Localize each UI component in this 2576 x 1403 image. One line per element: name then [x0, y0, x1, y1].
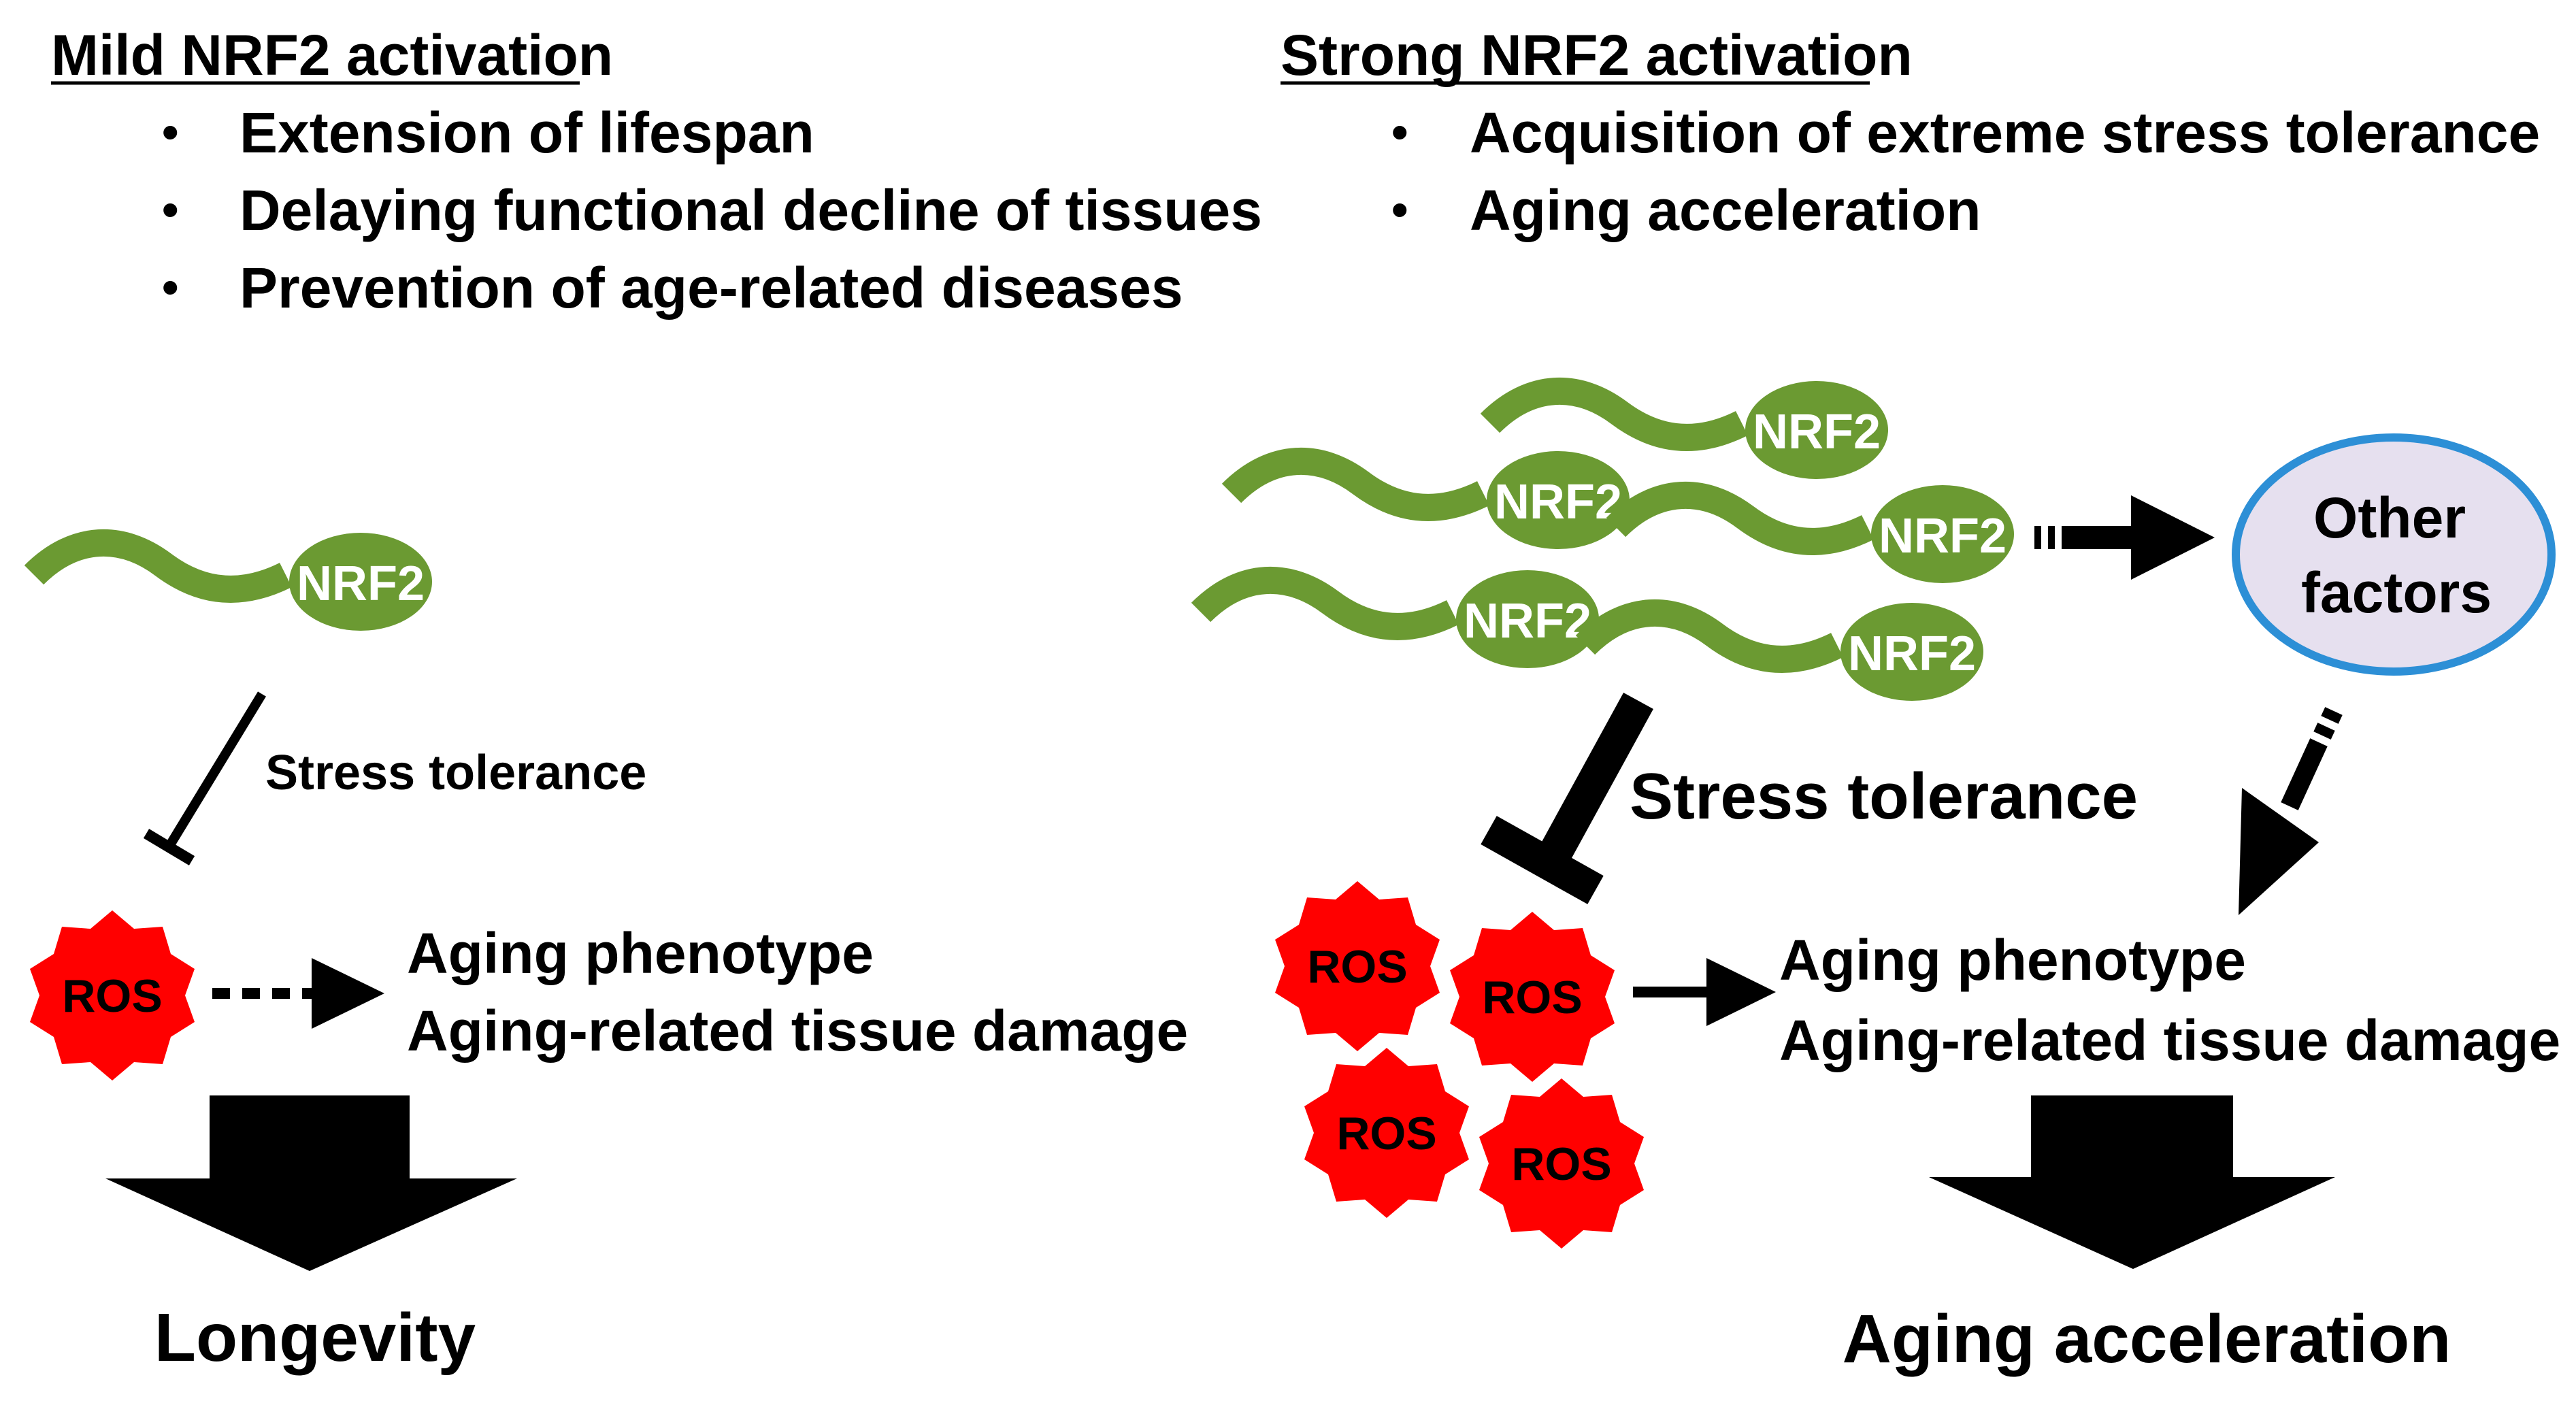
left-bullet-3: Prevention of age-related diseases: [240, 256, 1183, 320]
left-ros: ROS: [30, 910, 195, 1080]
right-nrf2-protein: NRF2: [1490, 381, 1888, 479]
left-stress-tolerance-label: Stress tolerance: [265, 746, 646, 800]
left-bullet-1: Extension of lifespan: [240, 101, 814, 165]
right-ros-label: ROS: [1511, 1138, 1611, 1190]
left-bullet-2-marker: •: [162, 183, 179, 236]
right-heading: Strong NRF2 activation: [1281, 23, 1913, 87]
left-ros-label: ROS: [62, 970, 162, 1022]
right-ros: ROS: [1479, 1078, 1644, 1249]
right-bullet-2-marker: •: [1391, 183, 1408, 236]
right-nrf2-label: NRF2: [1494, 475, 1622, 529]
left-nrf2-protein: NRF2: [34, 533, 432, 631]
nrf2-to-other-factors-arrow: [2034, 495, 2215, 580]
right-ros-label: ROS: [1336, 1108, 1436, 1159]
right-nrf2-protein: NRF2: [1232, 451, 1630, 549]
other-factors-line-2: factors: [2301, 561, 2492, 625]
right-nrf2-protein: NRF2: [1201, 570, 1599, 668]
right-panel: Strong NRF2 activation • Acquisition of …: [1201, 23, 2560, 1377]
right-effect-1: Aging phenotype: [1779, 928, 2246, 992]
right-bullet-2: Aging acceleration: [1470, 178, 1981, 242]
right-ros: ROS: [1275, 881, 1440, 1051]
right-nrf2-protein: NRF2: [1616, 485, 2014, 583]
right-ros-to-aging-arrow: [1633, 958, 1776, 1026]
right-nrf2-label: NRF2: [1753, 405, 1881, 459]
other-factors-to-aging-arrow: [2239, 707, 2343, 915]
left-panel: Mild NRF2 activation • Extension of life…: [30, 23, 1262, 1376]
right-bullet-1-marker: •: [1391, 105, 1408, 159]
left-outcome: Longevity: [154, 1300, 476, 1376]
right-ros-cluster: ROS ROS ROS ROS: [1275, 881, 1644, 1249]
right-ros: ROS: [1450, 912, 1615, 1082]
right-nrf2-label: NRF2: [1879, 509, 2007, 563]
left-heading: Mild NRF2 activation: [51, 23, 613, 87]
other-factors-line-1: Other: [2313, 486, 2466, 550]
right-inhibition-arrow: [1481, 692, 1653, 904]
left-effect-2: Aging-related tissue damage: [407, 999, 1188, 1063]
left-bullet-1-marker: •: [162, 105, 179, 159]
other-factors-circle-icon: [2232, 433, 2556, 676]
right-ros-label: ROS: [1307, 941, 1407, 993]
left-dashed-arrow: [212, 958, 384, 1029]
left-bullet-3-marker: •: [162, 261, 179, 314]
right-ros: ROS: [1304, 1048, 1469, 1218]
right-effect-2: Aging-related tissue damage: [1779, 1008, 2560, 1072]
other-factors: Other factors: [2232, 433, 2556, 676]
left-bullet-2: Delaying functional decline of tissues: [240, 178, 1262, 242]
left-nrf2-label: NRF2: [297, 557, 425, 611]
right-stress-tolerance-label: Stress tolerance: [1630, 760, 2138, 833]
right-nrf2-cluster: NRF2 NRF2 NRF2 NRF2 NRF2: [1201, 381, 2014, 701]
left-outcome-arrow: [105, 1095, 517, 1271]
right-outcome: Aging acceleration: [1843, 1301, 2451, 1377]
left-inhibition-arrow: [143, 691, 266, 865]
right-outcome-arrow: [1929, 1095, 2335, 1269]
right-ros-label: ROS: [1482, 972, 1582, 1023]
right-bullet-1: Acquisition of extreme stress tolerance: [1470, 101, 2540, 165]
left-effect-1: Aging phenotype: [407, 921, 874, 985]
right-nrf2-label: NRF2: [1848, 627, 1976, 681]
right-nrf2-label: NRF2: [1464, 594, 1591, 648]
right-nrf2-protein: NRF2: [1585, 603, 1983, 701]
